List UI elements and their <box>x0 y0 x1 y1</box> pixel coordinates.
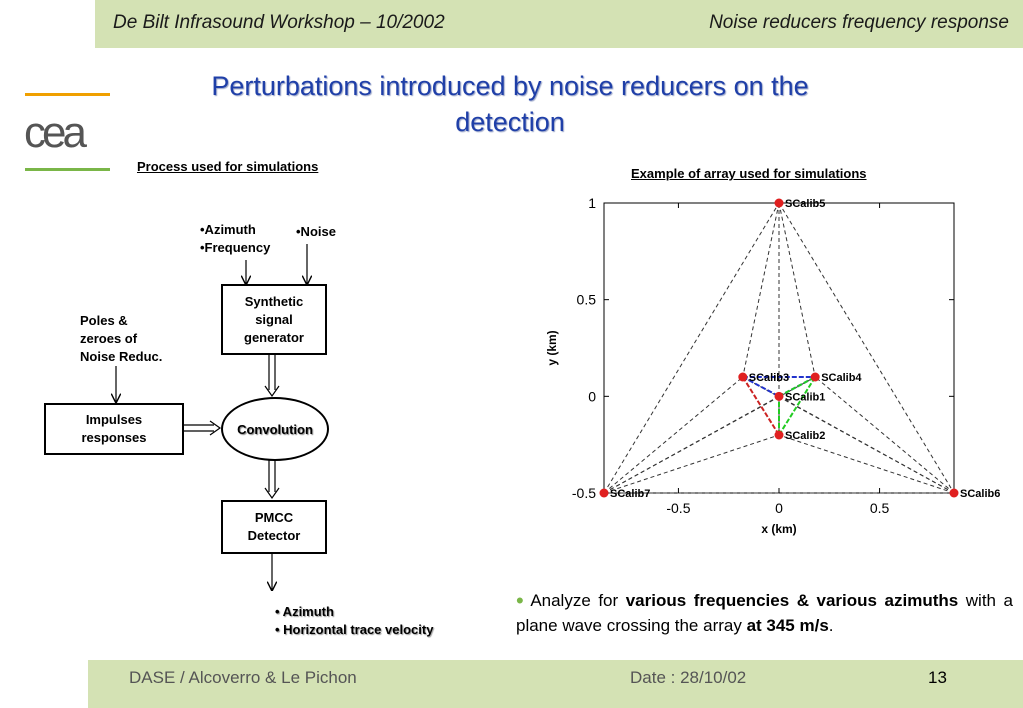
output-velocity: • Horizontal trace velocity <box>275 622 434 637</box>
dashed-edge <box>603 202 780 494</box>
array-point-marker <box>774 198 784 208</box>
synthetic-generator-box: Synthetic signal generator <box>221 284 327 355</box>
input-frequency: •Frequency <box>200 240 271 255</box>
header-left-text: De Bilt Infrasound Workshop – 10/2002 <box>113 12 445 33</box>
dashed-edge <box>814 376 955 494</box>
para-text-3: . <box>828 616 834 635</box>
para-text-2: with a plane wave crossing the array <box>516 591 1013 635</box>
array-point-label: SCalib4 <box>821 372 862 384</box>
pmcc-line-2: Detector <box>247 528 301 543</box>
pmcc-detector-box: PMCC Detector <box>221 500 327 554</box>
poles-line-3: Noise Reduc. <box>80 349 163 364</box>
input-noise: •Noise <box>296 224 336 239</box>
poles-line-1: Poles & <box>80 313 128 328</box>
array-heading: Example of array used for simulations <box>631 166 867 181</box>
array-point-label: SCalib6 <box>960 488 1000 500</box>
double-arrow-convolution-pmcc <box>264 459 280 500</box>
colored-edge <box>778 376 817 436</box>
colored-edges <box>741 376 817 436</box>
x-tick-label: 0 <box>775 500 783 516</box>
array-point-label: SCalib1 <box>785 391 825 403</box>
footer-date: Date : 28/10/02 <box>630 668 747 687</box>
synthetic-line-3: generator <box>244 329 304 345</box>
bullet-marker: • <box>516 588 524 613</box>
cea-logo: cea <box>24 108 87 157</box>
array-point-marker <box>599 488 609 498</box>
y-axis-label: y (km) <box>545 330 559 365</box>
slide-title: Perturbations introduced by noise reduce… <box>110 68 910 140</box>
impulses-line-2: responses <box>81 430 147 445</box>
page-number: 13 <box>928 668 947 687</box>
poles-zeroes-label: Poles & zeroes of Noise Reduc. <box>80 312 162 366</box>
array-point-marker <box>810 372 820 382</box>
y-tick-label: -0.5 <box>572 485 596 501</box>
impulses-line-1: Impulses <box>85 412 143 427</box>
array-point-marker <box>949 488 959 498</box>
array-point-label: SCalib3 <box>749 372 789 384</box>
y-tick-label: 0 <box>588 388 596 404</box>
colored-edge <box>741 376 780 436</box>
dashed-edges <box>603 202 955 494</box>
double-arrow-impulses-convolution <box>182 420 222 436</box>
para-bold-2: at 345 m/s <box>746 616 829 635</box>
array-point-label: SCalib2 <box>785 430 825 442</box>
array-point-label: SCalib5 <box>785 198 825 210</box>
dashed-edge <box>778 202 955 494</box>
para-bold-1: various frequencies & various azimuths <box>625 591 959 610</box>
inputs-azimuth-frequency: •Azimuth •Frequency <box>200 221 270 257</box>
para-text-1: Analyze for <box>530 591 626 610</box>
x-tick-label: -0.5 <box>666 500 690 516</box>
x-axis-label: x (km) <box>761 522 796 536</box>
title-line-2: detection <box>455 107 565 137</box>
logo-top-bar <box>25 93 110 96</box>
dashed-edge <box>603 376 816 494</box>
convolution-node: Convolution <box>221 397 329 461</box>
double-arrow-generator-convolution <box>264 353 280 398</box>
flow-arrows <box>0 244 520 660</box>
x-tick-label: 0.5 <box>870 500 890 516</box>
dashed-edge <box>778 434 955 494</box>
dashed-edge <box>603 434 780 494</box>
poles-line-2: zeroes of <box>80 331 138 346</box>
output-azimuth: • Azimuth <box>275 604 334 619</box>
logo-bottom-bar <box>25 168 110 171</box>
header-bar: De Bilt Infrasound Workshop – 10/2002 No… <box>95 0 1023 48</box>
array-point-marker <box>774 391 784 401</box>
outputs-list: • Azimuth • Horizontal trace velocity <box>275 603 433 639</box>
dashed-edge <box>603 376 744 494</box>
pmcc-line-1: PMCC <box>254 510 294 525</box>
dashed-edge <box>742 202 780 378</box>
process-heading: Process used for simulations <box>137 159 319 174</box>
input-azimuth: •Azimuth <box>200 222 256 237</box>
synthetic-line-1: Synthetic <box>244 293 304 309</box>
title-line-1: Perturbations introduced by noise reduce… <box>211 71 809 101</box>
dashed-edge <box>778 202 816 378</box>
footer-bar: DASE / Alcoverro & Le Pichon Date : 28/1… <box>88 660 1023 708</box>
analysis-paragraph: • Analyze for various frequencies & vari… <box>516 588 1013 638</box>
array-point-label: SCalib7 <box>610 488 650 500</box>
array-point-marker <box>738 372 748 382</box>
impulses-responses-box: Impulses responses <box>44 403 184 455</box>
dashed-edge <box>742 376 955 494</box>
synthetic-line-2: signal <box>255 311 293 327</box>
header-right-text: Noise reducers frequency response <box>709 12 1009 33</box>
axis-ticks: -0.5 0 0.5 -0.5 0 0.5 1 <box>572 195 954 516</box>
y-tick-label: 0.5 <box>577 292 597 308</box>
array-point-marker <box>774 430 784 440</box>
y-tick-label: 1 <box>588 195 596 211</box>
footer-authors: DASE / Alcoverro & Le Pichon <box>129 668 357 687</box>
